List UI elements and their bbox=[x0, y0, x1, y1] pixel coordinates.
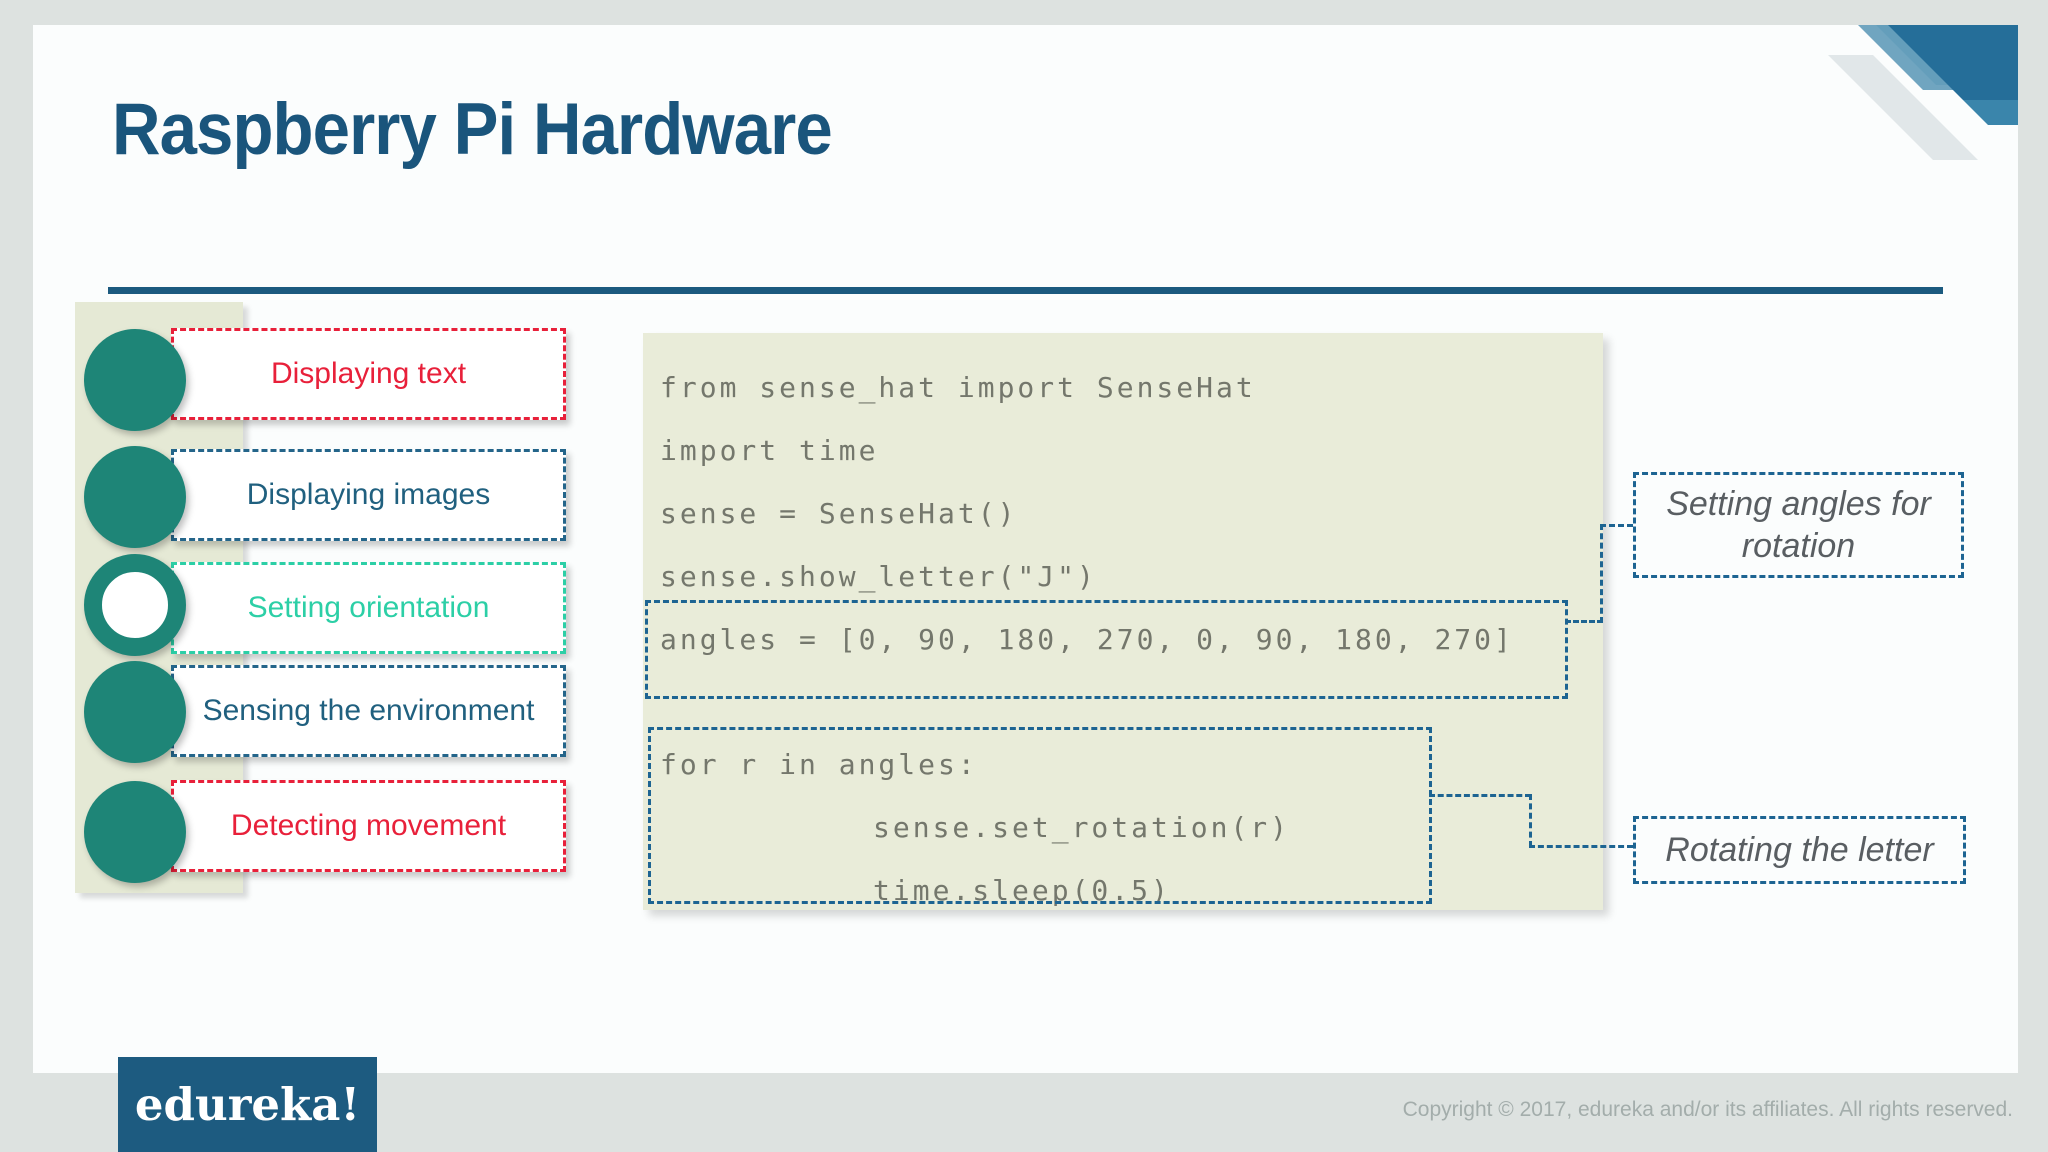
topic-label: Setting orientation bbox=[247, 591, 490, 624]
bullet-ring-icon bbox=[84, 554, 186, 656]
topic-label: Detecting movement bbox=[230, 809, 507, 842]
edureka-logo-text: edureka! bbox=[134, 1078, 361, 1131]
code-highlight-box-loop bbox=[648, 727, 1432, 904]
callout-connector bbox=[1600, 524, 1633, 527]
callout-rotating-letter: Rotating the letter bbox=[1633, 816, 1966, 884]
callout-connector bbox=[1529, 794, 1532, 847]
callout-connector bbox=[1600, 524, 1603, 623]
callout-text: Rotating the letter bbox=[1665, 830, 1934, 869]
decoration-stripe bbox=[1888, 25, 2018, 100]
code-line: sense.set_rotation(r) bbox=[873, 811, 1291, 844]
code-highlight-box-angles bbox=[645, 600, 1568, 699]
corner-triangles-decoration bbox=[1828, 25, 2018, 160]
bullet-circle-icon bbox=[84, 329, 186, 431]
code-line: from sense_hat import SenseHat bbox=[660, 371, 1256, 404]
code-line: for r in angles: bbox=[660, 748, 978, 781]
code-line-angles: angles = [0, 90, 180, 270, 0, 90, 180, 2… bbox=[660, 623, 1514, 656]
bullet-circle-icon bbox=[84, 781, 186, 883]
decoration-stripe bbox=[1828, 55, 1978, 160]
code-line: import time bbox=[660, 434, 879, 467]
callout-connector bbox=[1429, 794, 1531, 797]
bullet-circle-icon bbox=[84, 446, 186, 548]
edureka-logo: edureka! bbox=[118, 1057, 377, 1152]
topic-item-displaying-text: Displaying text bbox=[171, 328, 566, 420]
code-loop-block: for r in angles: sense.set_rotation(r) t… bbox=[643, 733, 1603, 922]
copyright-text: Copyright © 2017, edureka and/or its aff… bbox=[1402, 1098, 2013, 1121]
topic-item-detecting-movement: Detecting movement bbox=[171, 780, 566, 872]
code-line: sense = SenseHat() bbox=[660, 497, 1018, 530]
topic-label: Displaying images bbox=[246, 478, 491, 511]
topic-item-setting-orientation: Setting orientation bbox=[171, 562, 566, 654]
callout-setting-angles: Setting angles for rotation bbox=[1633, 472, 1964, 578]
page-title: Raspberry Pi Hardware bbox=[112, 89, 833, 170]
topic-label: Displaying text bbox=[270, 357, 467, 390]
callout-connector bbox=[1529, 845, 1633, 848]
callout-text: Setting angles for rotation bbox=[1666, 484, 1931, 566]
topic-label: Sensing the environment bbox=[202, 694, 535, 727]
decoration-stripe bbox=[1963, 100, 2018, 125]
code-line: sense.show_letter("J") bbox=[660, 560, 1097, 593]
topic-item-sensing-environment: Sensing the environment bbox=[171, 665, 566, 757]
code-panel: from sense_hat import SenseHat import ti… bbox=[643, 333, 1603, 910]
topic-item-displaying-images: Displaying images bbox=[171, 449, 566, 541]
title-underline bbox=[108, 287, 1943, 294]
bullet-circle-icon bbox=[84, 661, 186, 763]
callout-connector bbox=[1565, 620, 1603, 623]
